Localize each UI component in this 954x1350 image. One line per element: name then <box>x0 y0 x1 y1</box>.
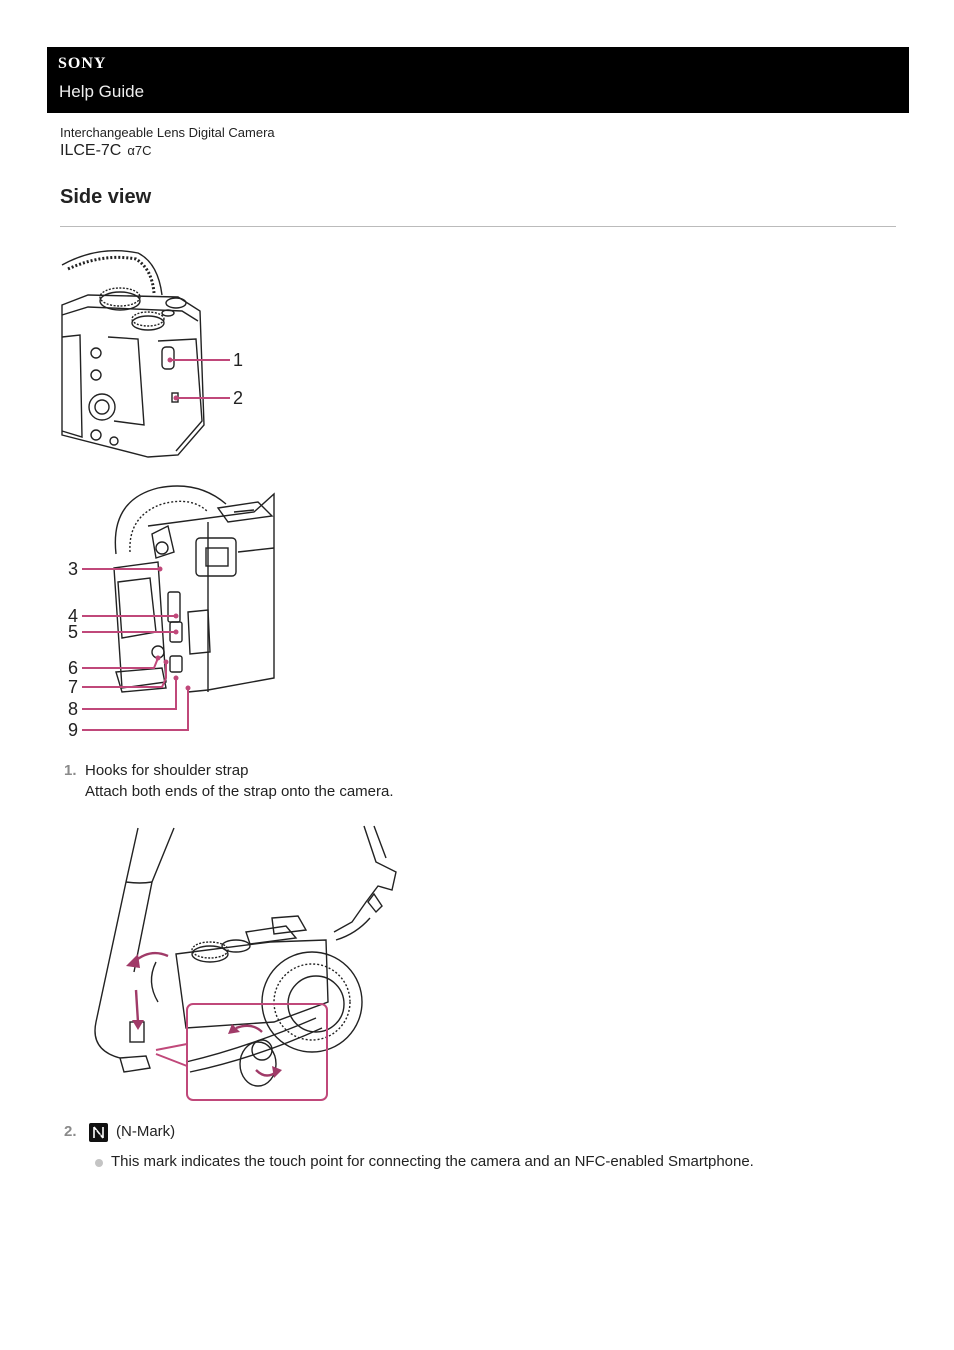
model-name: ILCE-7C α7C <box>60 142 152 160</box>
camera-terminal-side-illustration: 3 4 5 6 7 8 9 <box>68 485 275 740</box>
callout-label: 6 <box>68 658 78 678</box>
product-line: Interchangeable Lens Digital Camera <box>60 125 275 140</box>
item-description: Attach both ends of the strap onto the c… <box>85 783 394 800</box>
item-title: Hooks for shoulder strap <box>85 762 249 779</box>
callout-label: 4 <box>68 606 78 626</box>
camera-top-side-illustration: 1 2 <box>61 250 243 458</box>
bullet-dot <box>95 1159 103 1167</box>
strap-attachment-illustration <box>94 825 397 1101</box>
help-guide-link[interactable]: Help Guide <box>59 82 145 101</box>
title-divider <box>60 226 896 227</box>
item-number: 2. <box>64 1123 77 1140</box>
callout-label: 9 <box>68 720 78 740</box>
site-header: SONY Help Guide <box>47 47 909 113</box>
item-bullet-text: This mark indicates the touch point for … <box>111 1153 754 1170</box>
model-alpha-name: α7C <box>127 143 152 158</box>
n-mark-icon <box>89 1123 108 1142</box>
item-title: (N-Mark) <box>116 1123 176 1140</box>
callout-label: 8 <box>68 699 78 719</box>
callout-label: 2 <box>233 388 243 408</box>
callout-label: 7 <box>68 677 78 697</box>
callout-label: 3 <box>68 559 78 579</box>
page-title: Side view <box>60 186 152 208</box>
model-number: ILCE-7C <box>60 142 122 159</box>
callout-label: 5 <box>68 622 78 642</box>
sony-logo[interactable]: SONY <box>58 55 107 72</box>
item-number: 1. <box>64 762 77 779</box>
callout-label: 1 <box>233 350 243 370</box>
